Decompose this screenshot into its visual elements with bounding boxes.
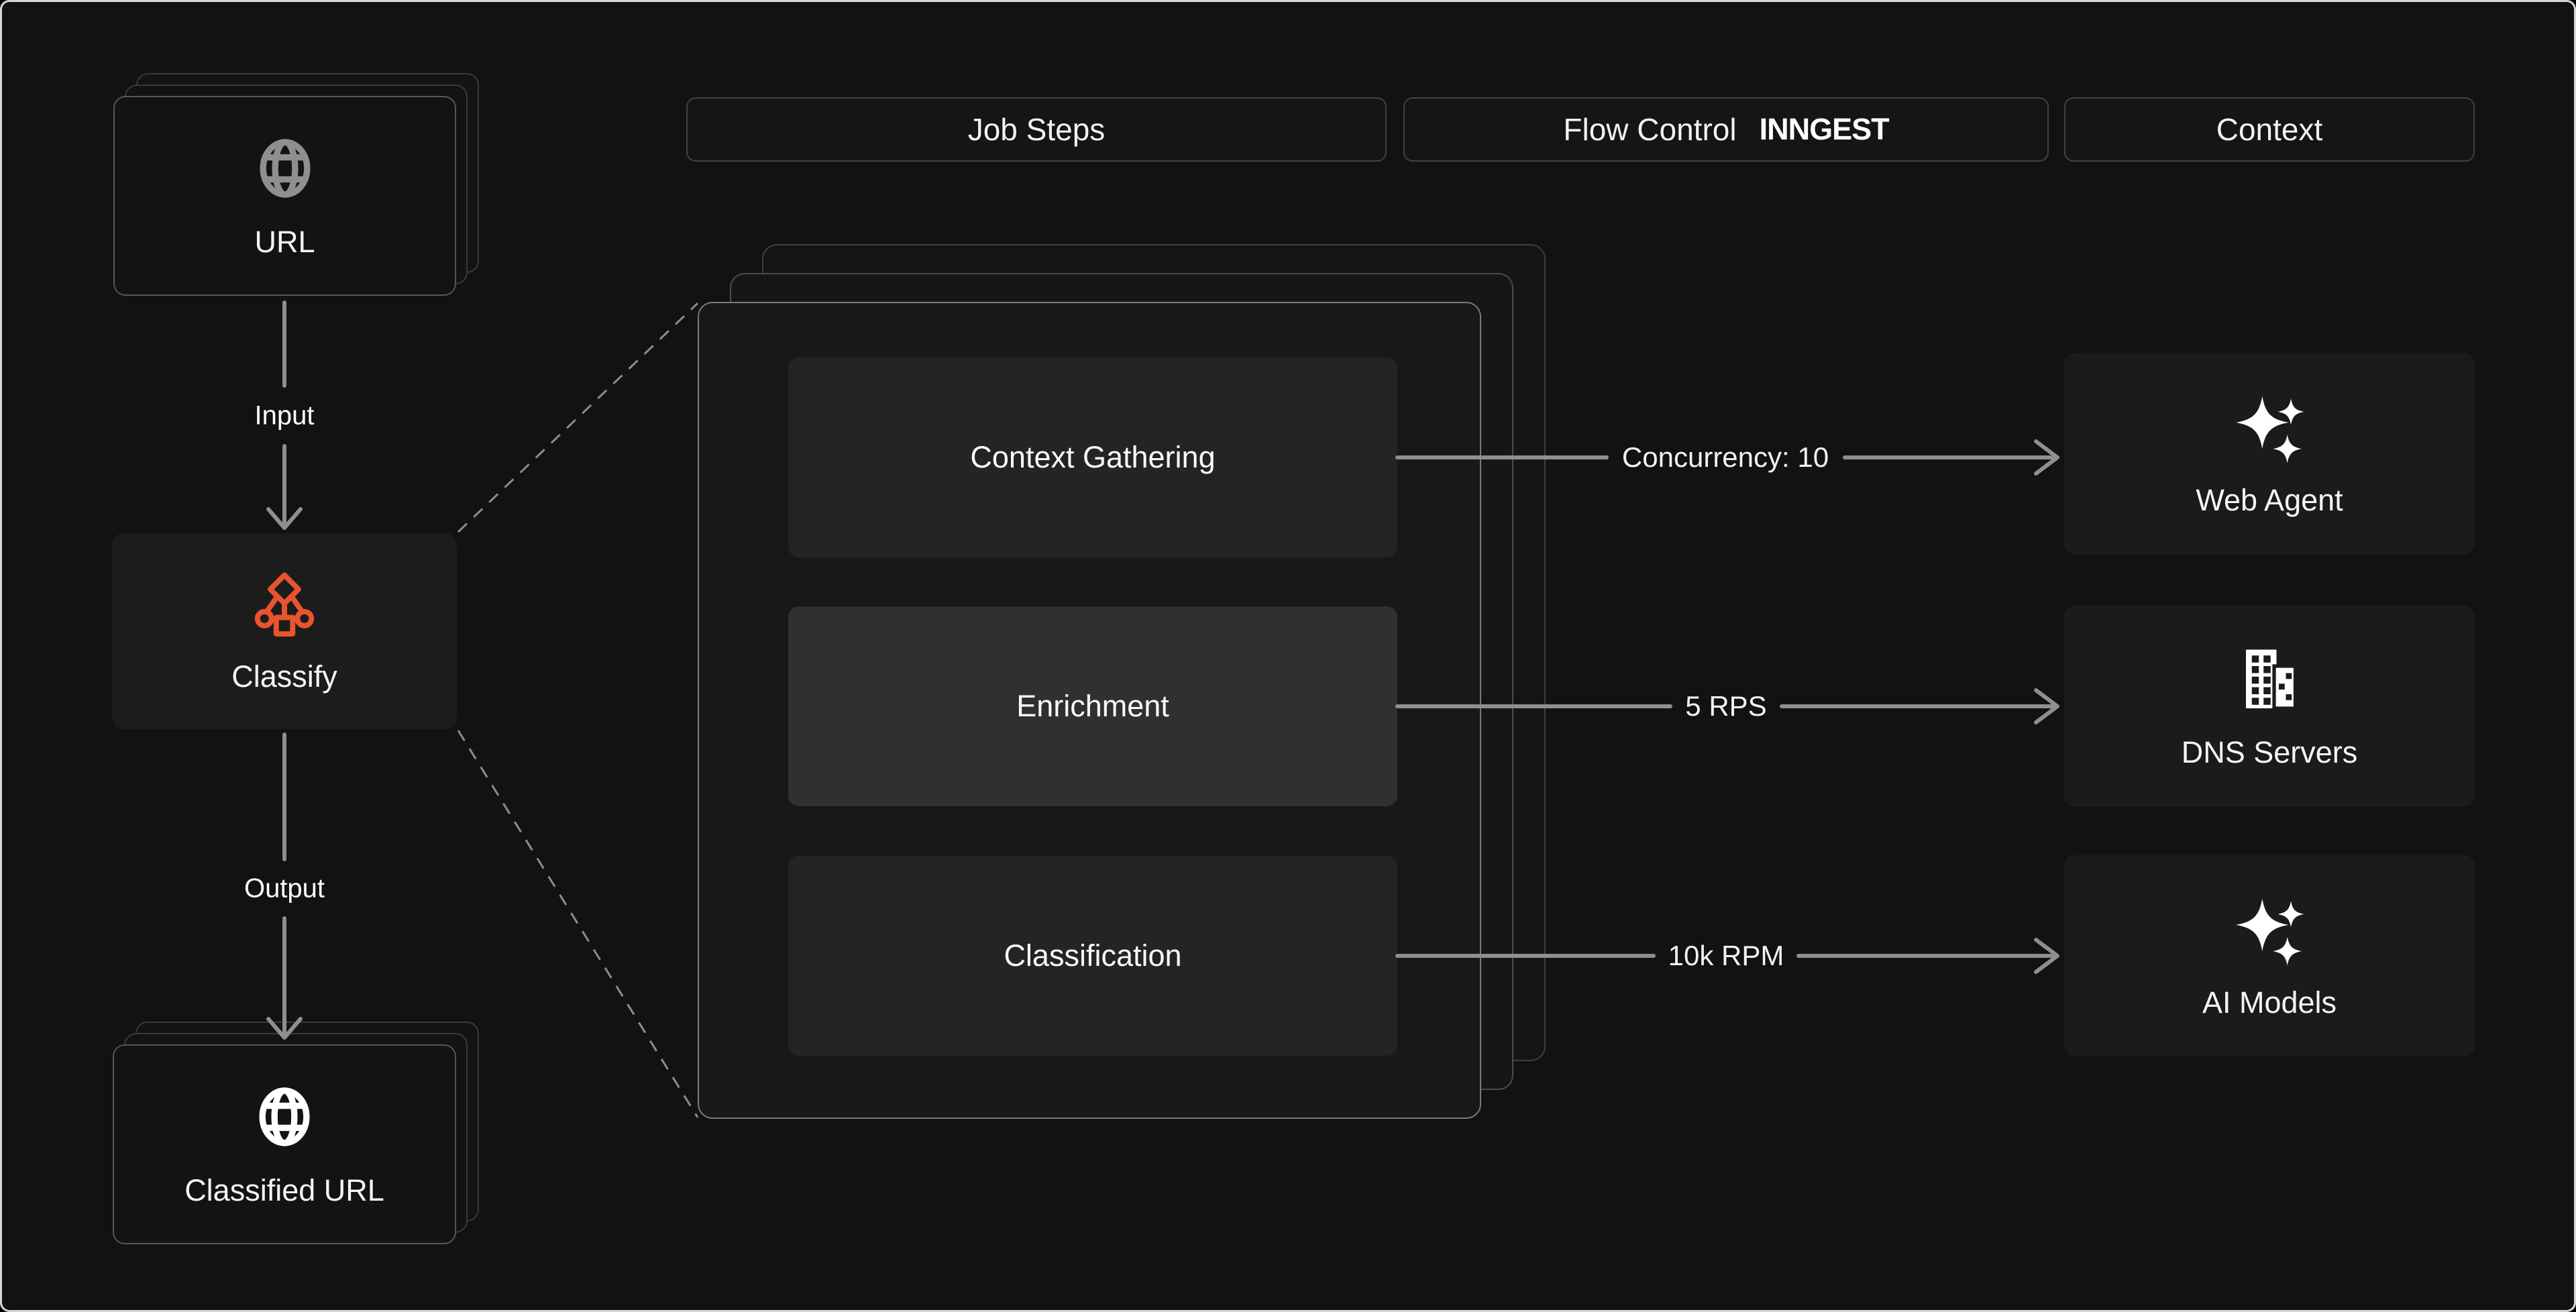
dns-servers-label: DNS Servers	[2181, 735, 2358, 769]
zoom-connector-bottom	[457, 730, 699, 1118]
context-card-dns-servers: DNS Servers	[2064, 606, 2475, 807]
step-context-gathering-label: Context Gathering	[970, 440, 1216, 474]
column-header-job-steps: Job Steps	[686, 97, 1387, 162]
step-enrichment-label: Enrichment	[1016, 689, 1169, 723]
sparkles-icon	[2236, 396, 2304, 463]
arrowhead-down-icon	[266, 507, 303, 530]
classify-card-label: Classify	[231, 659, 337, 694]
flow-control-label-rpm: 10k RPM	[1668, 940, 1784, 971]
context-header-label: Context	[2216, 112, 2323, 147]
input-label: Input	[254, 400, 315, 431]
column-header-context: Context	[2064, 97, 2475, 162]
ai-models-label: AI Models	[2202, 985, 2337, 1020]
classified-url-card: Classified URL	[113, 1044, 456, 1244]
job-steps-header-label: Job Steps	[967, 112, 1106, 147]
arrowhead-right-icon	[2034, 688, 2059, 724]
step-classification: Classification	[788, 856, 1397, 1056]
flow-control-header-label: Flow Control	[1563, 112, 1737, 147]
sparkles-icon	[2236, 898, 2304, 966]
output-label: Output	[244, 873, 325, 904]
step-classification-label: Classification	[1004, 938, 1182, 973]
column-header-flow-control: Flow Control INNGEST	[1403, 97, 2049, 162]
step-context-gathering: Context Gathering	[788, 358, 1397, 557]
url-card: URL	[113, 96, 456, 296]
classified-url-card-label: Classified URL	[184, 1173, 384, 1207]
globe-icon	[260, 139, 310, 198]
arrowhead-right-icon	[2034, 938, 2059, 974]
web-agent-label: Web Agent	[2196, 483, 2343, 517]
arrowhead-right-icon	[2034, 439, 2059, 476]
classify-card: Classify	[112, 533, 457, 729]
flow-control-label-rps: 5 RPS	[1685, 690, 1767, 722]
buildings-icon	[2246, 649, 2298, 710]
inngest-logo: INNGEST	[1759, 112, 1890, 146]
context-card-web-agent: Web Agent	[2064, 353, 2475, 554]
url-card-label: URL	[254, 225, 315, 259]
zoom-connector-top	[457, 302, 699, 533]
workflow-icon	[254, 572, 315, 637]
step-enrichment: Enrichment	[788, 606, 1397, 806]
globe-icon	[259, 1087, 310, 1146]
flow-control-label-concurrency: Concurrency: 10	[1621, 441, 1829, 473]
context-card-ai-models: AI Models	[2064, 855, 2475, 1056]
